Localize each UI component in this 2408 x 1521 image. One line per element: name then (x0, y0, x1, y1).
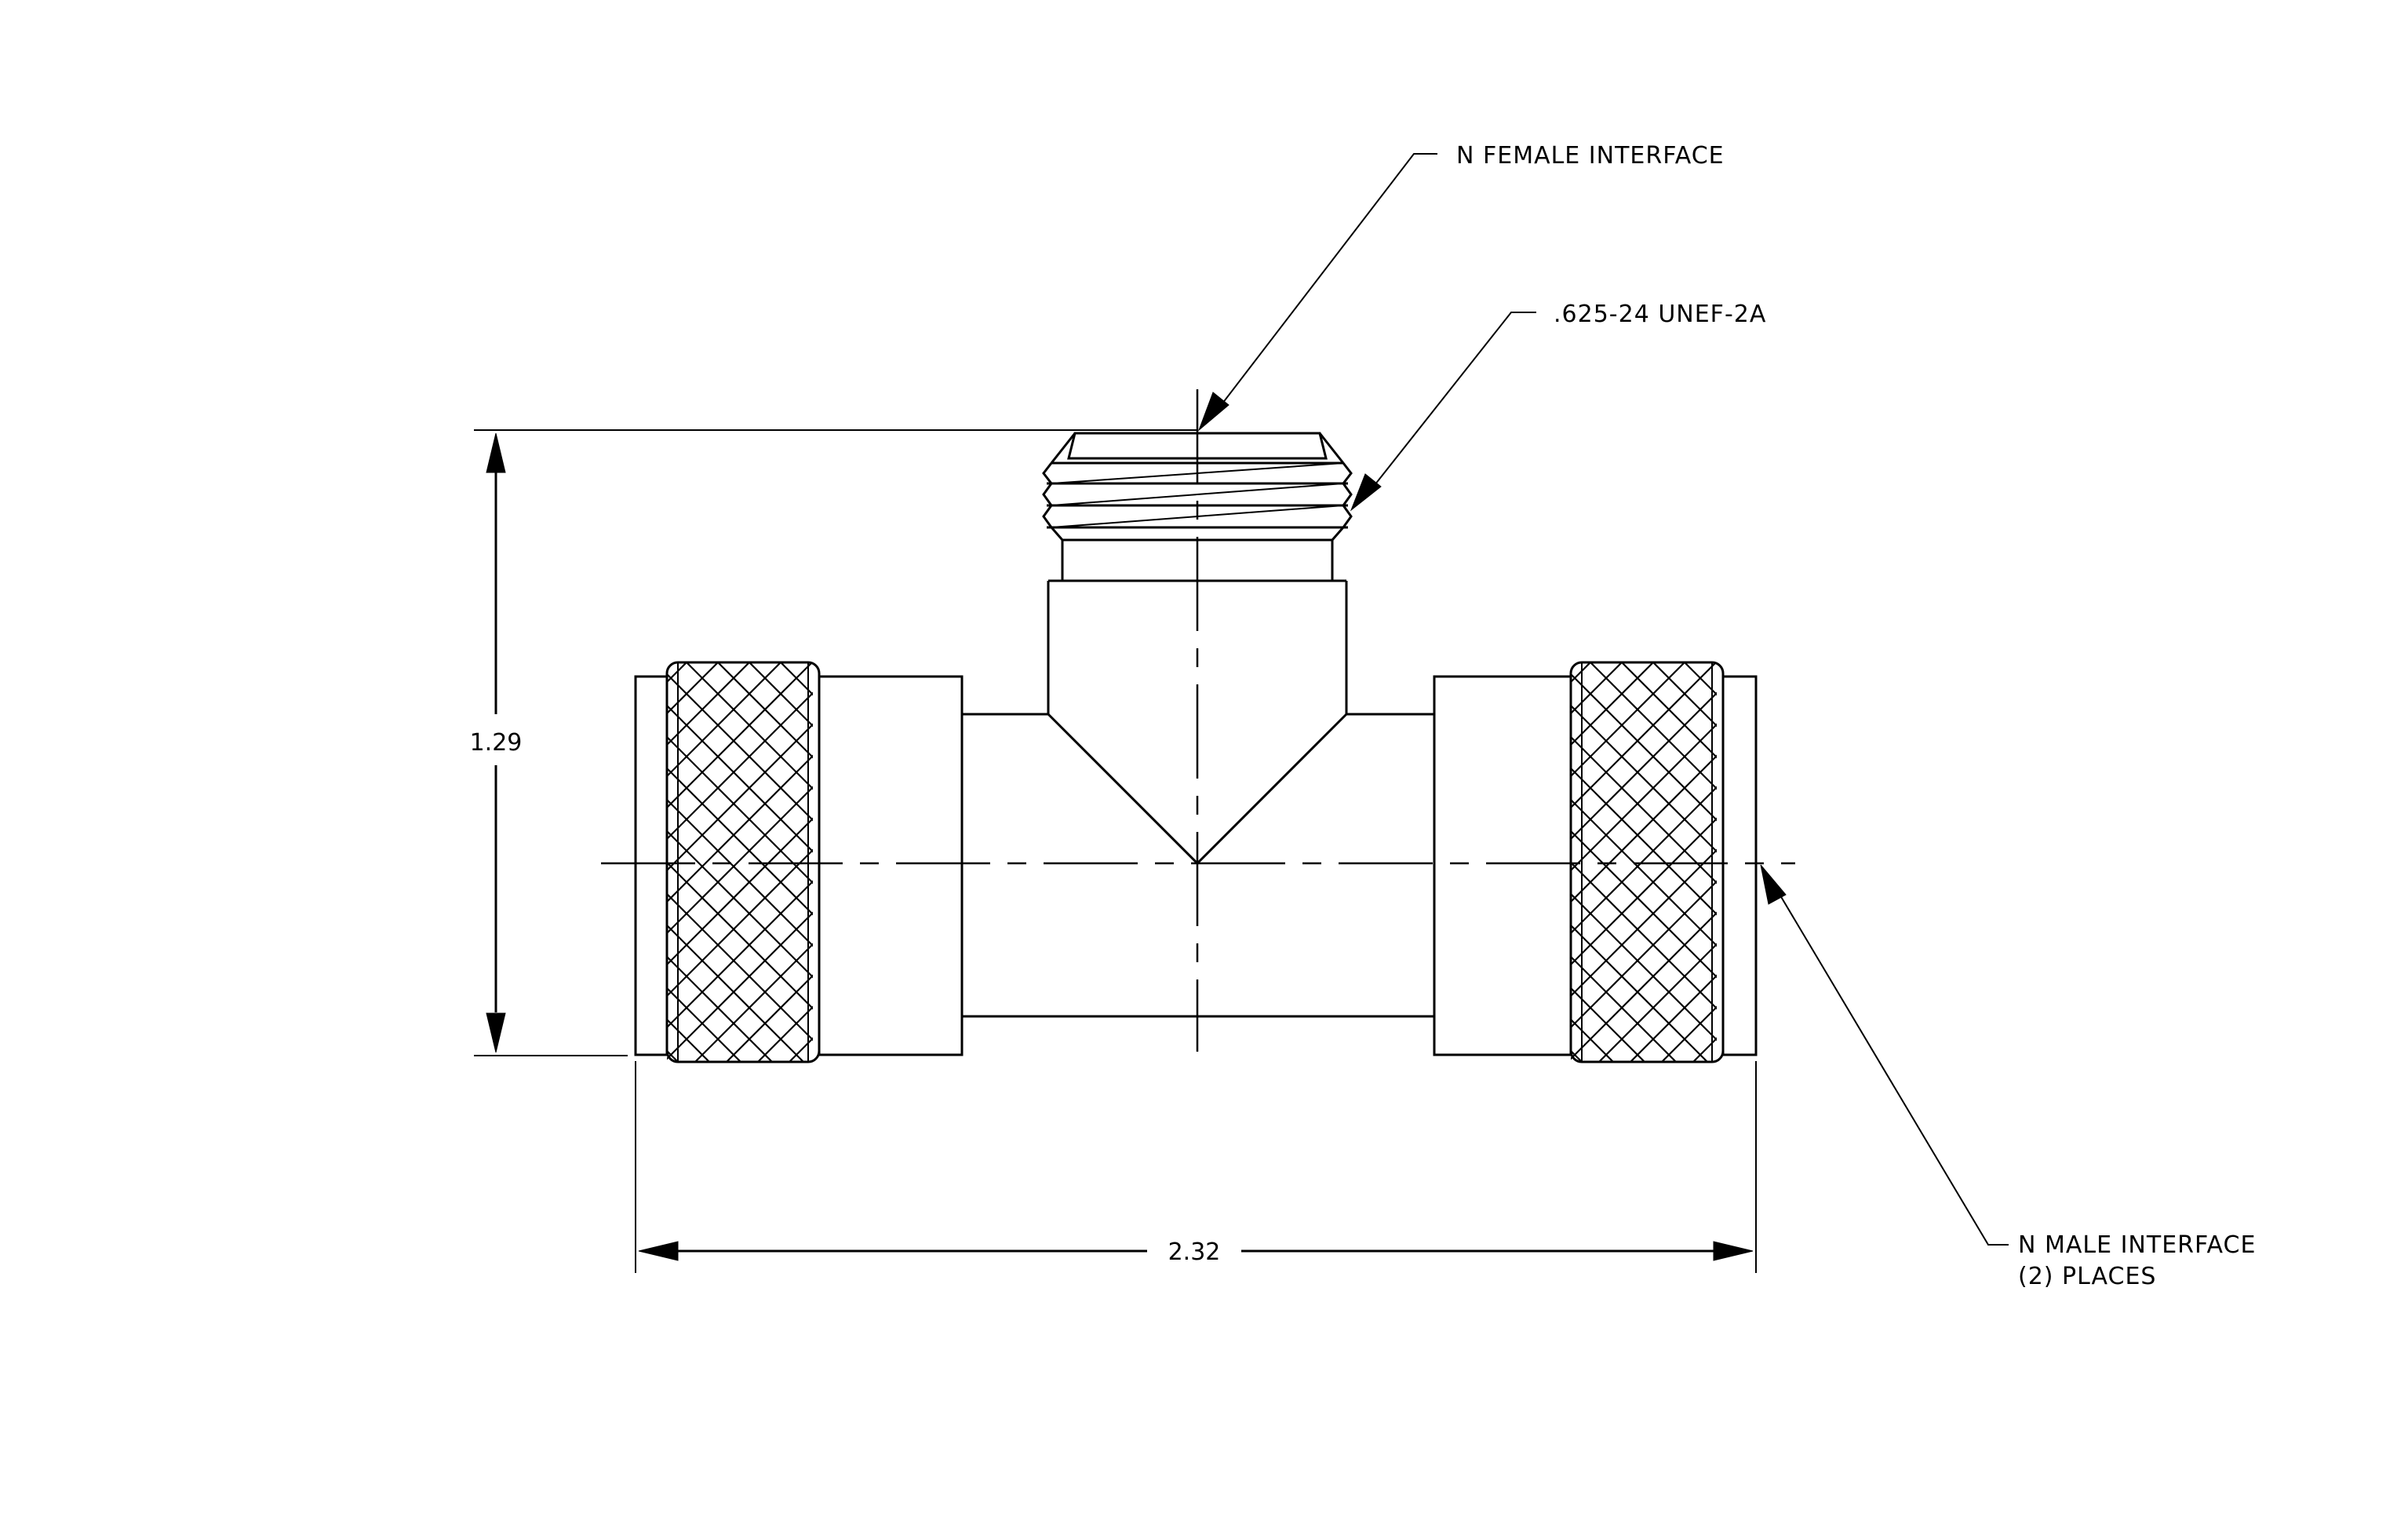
left-male-connector (634, 661, 964, 1063)
width-value: 2.32 (1168, 1238, 1221, 1266)
thread-callout: .625-24 UNEF-2A (1350, 301, 1766, 512)
height-dimension: 1.29 (470, 429, 1197, 1056)
male-interface-label-line2: (2) PLACES (2018, 1263, 2156, 1290)
male-interface-callout: N MALE INTERFACE (2) PLACES (1760, 864, 2256, 1290)
left-knurl-pattern (667, 662, 813, 1062)
width-dimension: 2.32 (635, 1061, 1757, 1273)
female-interface-label: N FEMALE INTERFACE (1456, 142, 1725, 170)
right-knurl-pattern (1571, 662, 1717, 1062)
right-male-connector (1433, 661, 1758, 1063)
male-interface-label-line1: N MALE INTERFACE (2018, 1231, 2256, 1259)
height-value: 1.29 (470, 729, 523, 757)
thread-spec-label: .625-24 UNEF-2A (1554, 301, 1766, 328)
female-interface-callout: N FEMALE INTERFACE (1197, 142, 1725, 432)
